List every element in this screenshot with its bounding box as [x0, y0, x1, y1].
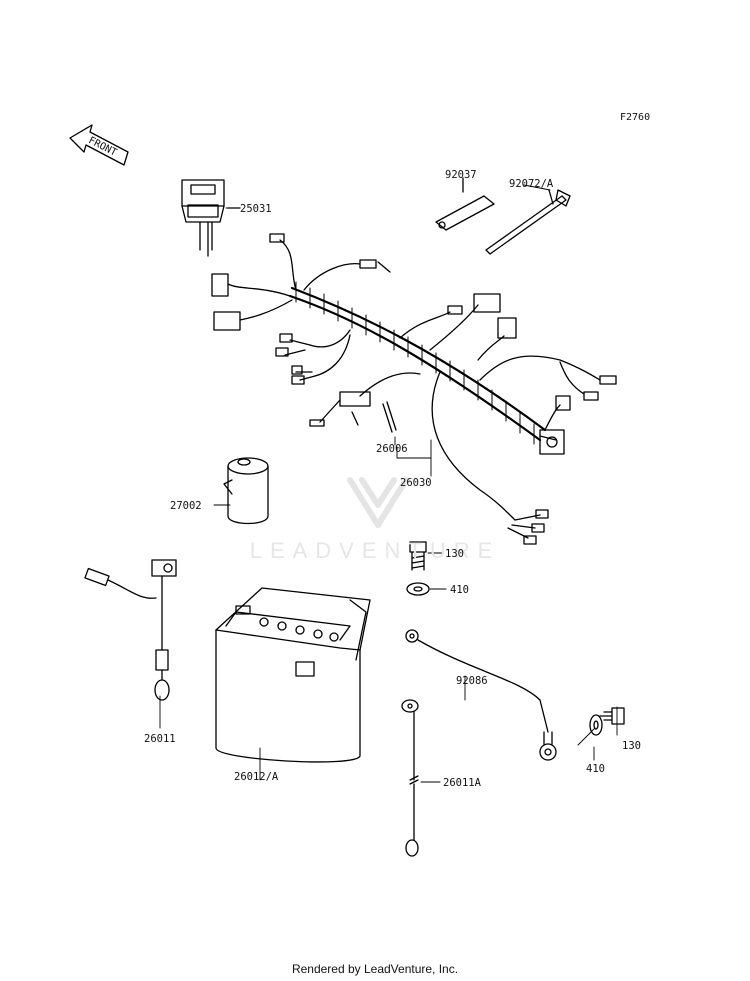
fuse-26006: [382, 401, 397, 433]
part-number-92037: 92037: [445, 169, 477, 181]
part-number-26030: 26030: [400, 477, 432, 489]
part-number-26006: 26006: [376, 443, 408, 455]
hour-meter-25031: [181, 179, 241, 257]
main-harness-26030: [211, 233, 617, 545]
relay-27002: [223, 457, 269, 525]
figure-code: F2760: [620, 112, 650, 123]
part-number-26012a: 26012/A: [234, 771, 279, 783]
part-number-92072a: 92072/A: [509, 178, 554, 190]
part-number-26011a: 26011A: [443, 777, 482, 789]
washer-410-lower: [589, 714, 603, 736]
watermark-text: LEADVENTURE: [250, 538, 501, 563]
part-number-25031: 25031: [240, 203, 272, 215]
bolt-130-lower: [599, 707, 625, 725]
part-number-410-lower: 410: [586, 763, 605, 775]
part-number-27002: 27002: [170, 500, 202, 512]
washer-410: [406, 582, 430, 596]
ground-lead-26011: [84, 559, 177, 701]
cable-92086: [405, 629, 557, 761]
front-arrow-icon: [69, 124, 129, 166]
leader-lines: [159, 177, 618, 783]
cable-tie-92072a: [485, 189, 571, 255]
bolt-130: [409, 541, 427, 571]
part-number-130-lower: 130: [622, 740, 641, 752]
part-number-130-upper: 130: [445, 548, 464, 560]
part-number-92086: 92086: [456, 675, 488, 687]
battery-26012a: [215, 587, 371, 763]
ground-lead-26011a: [401, 699, 419, 857]
watermark-logo: [347, 477, 409, 528]
footer-credit: Rendered by LeadVenture, Inc.: [291, 962, 459, 976]
part-number-26011: 26011: [144, 733, 176, 745]
part-number-410-upper: 410: [450, 584, 469, 596]
clamp-92037: [435, 177, 495, 231]
